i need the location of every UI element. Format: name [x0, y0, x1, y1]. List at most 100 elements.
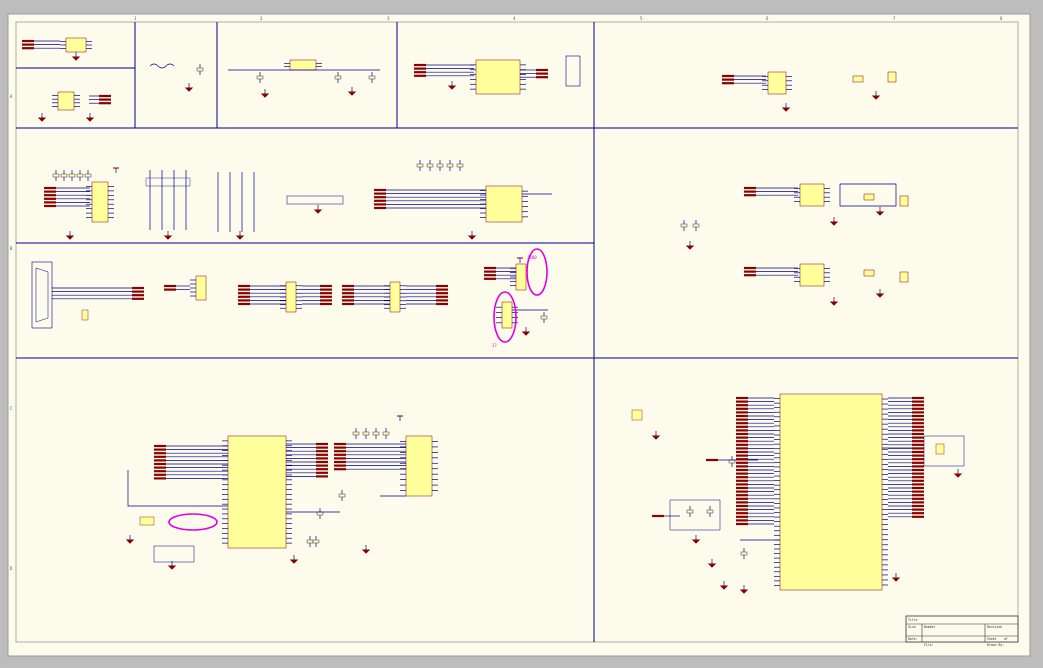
net-label-marker: [238, 284, 250, 288]
net-label-marker: [22, 47, 34, 50]
net-label-marker: [334, 442, 346, 446]
zone-top-3: 3: [387, 16, 390, 21]
net-label-marker: [912, 411, 924, 414]
net-label-marker: [736, 414, 748, 418]
net-label-marker: [736, 490, 748, 493]
net-label-marker: [316, 475, 328, 478]
net-label-marker: [154, 466, 166, 469]
net-label-marker: [342, 284, 354, 288]
cap-block: [669, 499, 721, 531]
net-label-marker: [736, 404, 748, 407]
net-label-marker: [912, 508, 924, 511]
capacitor: [256, 75, 264, 80]
header-row3-a: [285, 281, 297, 313]
net-label-marker: [736, 461, 748, 464]
net-label-marker: [736, 472, 748, 475]
regulator: [289, 59, 317, 71]
net-label-marker: [536, 72, 548, 75]
net-label-marker: [736, 422, 748, 425]
net-label-marker: [334, 446, 346, 449]
title-block-size-label: Size: [908, 625, 916, 629]
capacitor: [692, 223, 700, 228]
net-label-marker: [912, 443, 924, 446]
capacitor: [338, 493, 346, 498]
net-label-marker: [736, 411, 748, 414]
title-block-number-label: Number: [924, 625, 936, 629]
capacitor: [196, 67, 204, 72]
net-label-marker: [736, 454, 748, 457]
capacitor: [446, 163, 454, 168]
net-label-marker: [316, 453, 328, 456]
net-label-marker: [652, 514, 664, 518]
border-zone-labels: 1 2 3 4 5 6 7 8 A B C D: [10, 16, 1003, 571]
net-label-marker: [44, 190, 56, 193]
sheet-outer-frame: [7, 13, 1031, 657]
capacitor: [76, 173, 84, 178]
net-label-marker: [316, 468, 328, 471]
zone-top-7: 7: [893, 16, 896, 21]
net-label-marker: [238, 292, 250, 295]
net-label-marker: [536, 76, 548, 79]
net-label-marker: [436, 302, 448, 306]
resistor: [863, 269, 875, 277]
net-label-marker: [736, 396, 748, 400]
fuse: [81, 309, 89, 321]
capacitor: [68, 173, 76, 178]
schematic-components: [31, 37, 965, 594]
capacitor: [416, 163, 424, 168]
net-label-marker: [736, 497, 748, 500]
net-label-marker: [132, 294, 144, 297]
header-right-2: [899, 195, 909, 207]
capacitor: [316, 511, 324, 516]
capacitor: [368, 75, 376, 80]
net-label-marker: [22, 39, 34, 43]
net-label-marker: [374, 192, 386, 195]
mcu-bottom-left: [227, 435, 287, 549]
schematic-net-labels: [22, 39, 924, 526]
crystal: [139, 516, 155, 526]
net-label-marker: [736, 450, 748, 454]
capacitor: [372, 431, 380, 436]
net-label-marker: [912, 512, 924, 515]
title-block-revision-label: Revision: [987, 625, 1002, 629]
highlight-circle-j400: [526, 248, 548, 296]
net-label-marker: [334, 450, 346, 453]
net-label-marker: [132, 297, 144, 300]
net-label-marker: [912, 414, 924, 418]
title-block-date-label: Date:: [908, 637, 918, 641]
net-label-marker: [334, 464, 346, 467]
net-label-marker: [912, 479, 924, 482]
net-label-marker: [912, 468, 924, 472]
net-label-marker: [436, 299, 448, 302]
net-label-marker: [912, 483, 924, 486]
net-label-marker: [912, 429, 924, 432]
section-dividers: [16, 22, 1018, 642]
net-label-marker: [912, 501, 924, 504]
net-label-marker: [736, 429, 748, 432]
net-label-marker: [912, 472, 924, 475]
net-label-marker: [744, 194, 756, 197]
capacitor: [382, 431, 390, 436]
net-label-marker: [164, 288, 176, 291]
title-block-frame: [905, 615, 1019, 643]
mcu-bottom-right: [779, 393, 883, 591]
net-label-marker: [484, 277, 496, 280]
net-label-marker: [706, 458, 718, 462]
net-label-marker: [316, 460, 328, 464]
net-label-marker: [912, 450, 924, 454]
net-label-marker: [44, 201, 56, 204]
net-label-marker: [912, 436, 924, 439]
net-label-marker: [374, 196, 386, 199]
net-label-marker: [736, 407, 748, 410]
net-label-marker: [912, 422, 924, 425]
zone-top-5: 5: [640, 16, 643, 21]
net-label-marker: [912, 490, 924, 493]
net-label-marker: [414, 74, 426, 77]
net-label-marker: [736, 432, 748, 436]
net-label-marker: [736, 418, 748, 421]
net-label-marker: [44, 186, 56, 190]
capacitor: [52, 173, 60, 178]
schematic-wires: [34, 40, 959, 590]
net-label-marker: [44, 194, 56, 197]
net-label-marker: [238, 302, 250, 306]
